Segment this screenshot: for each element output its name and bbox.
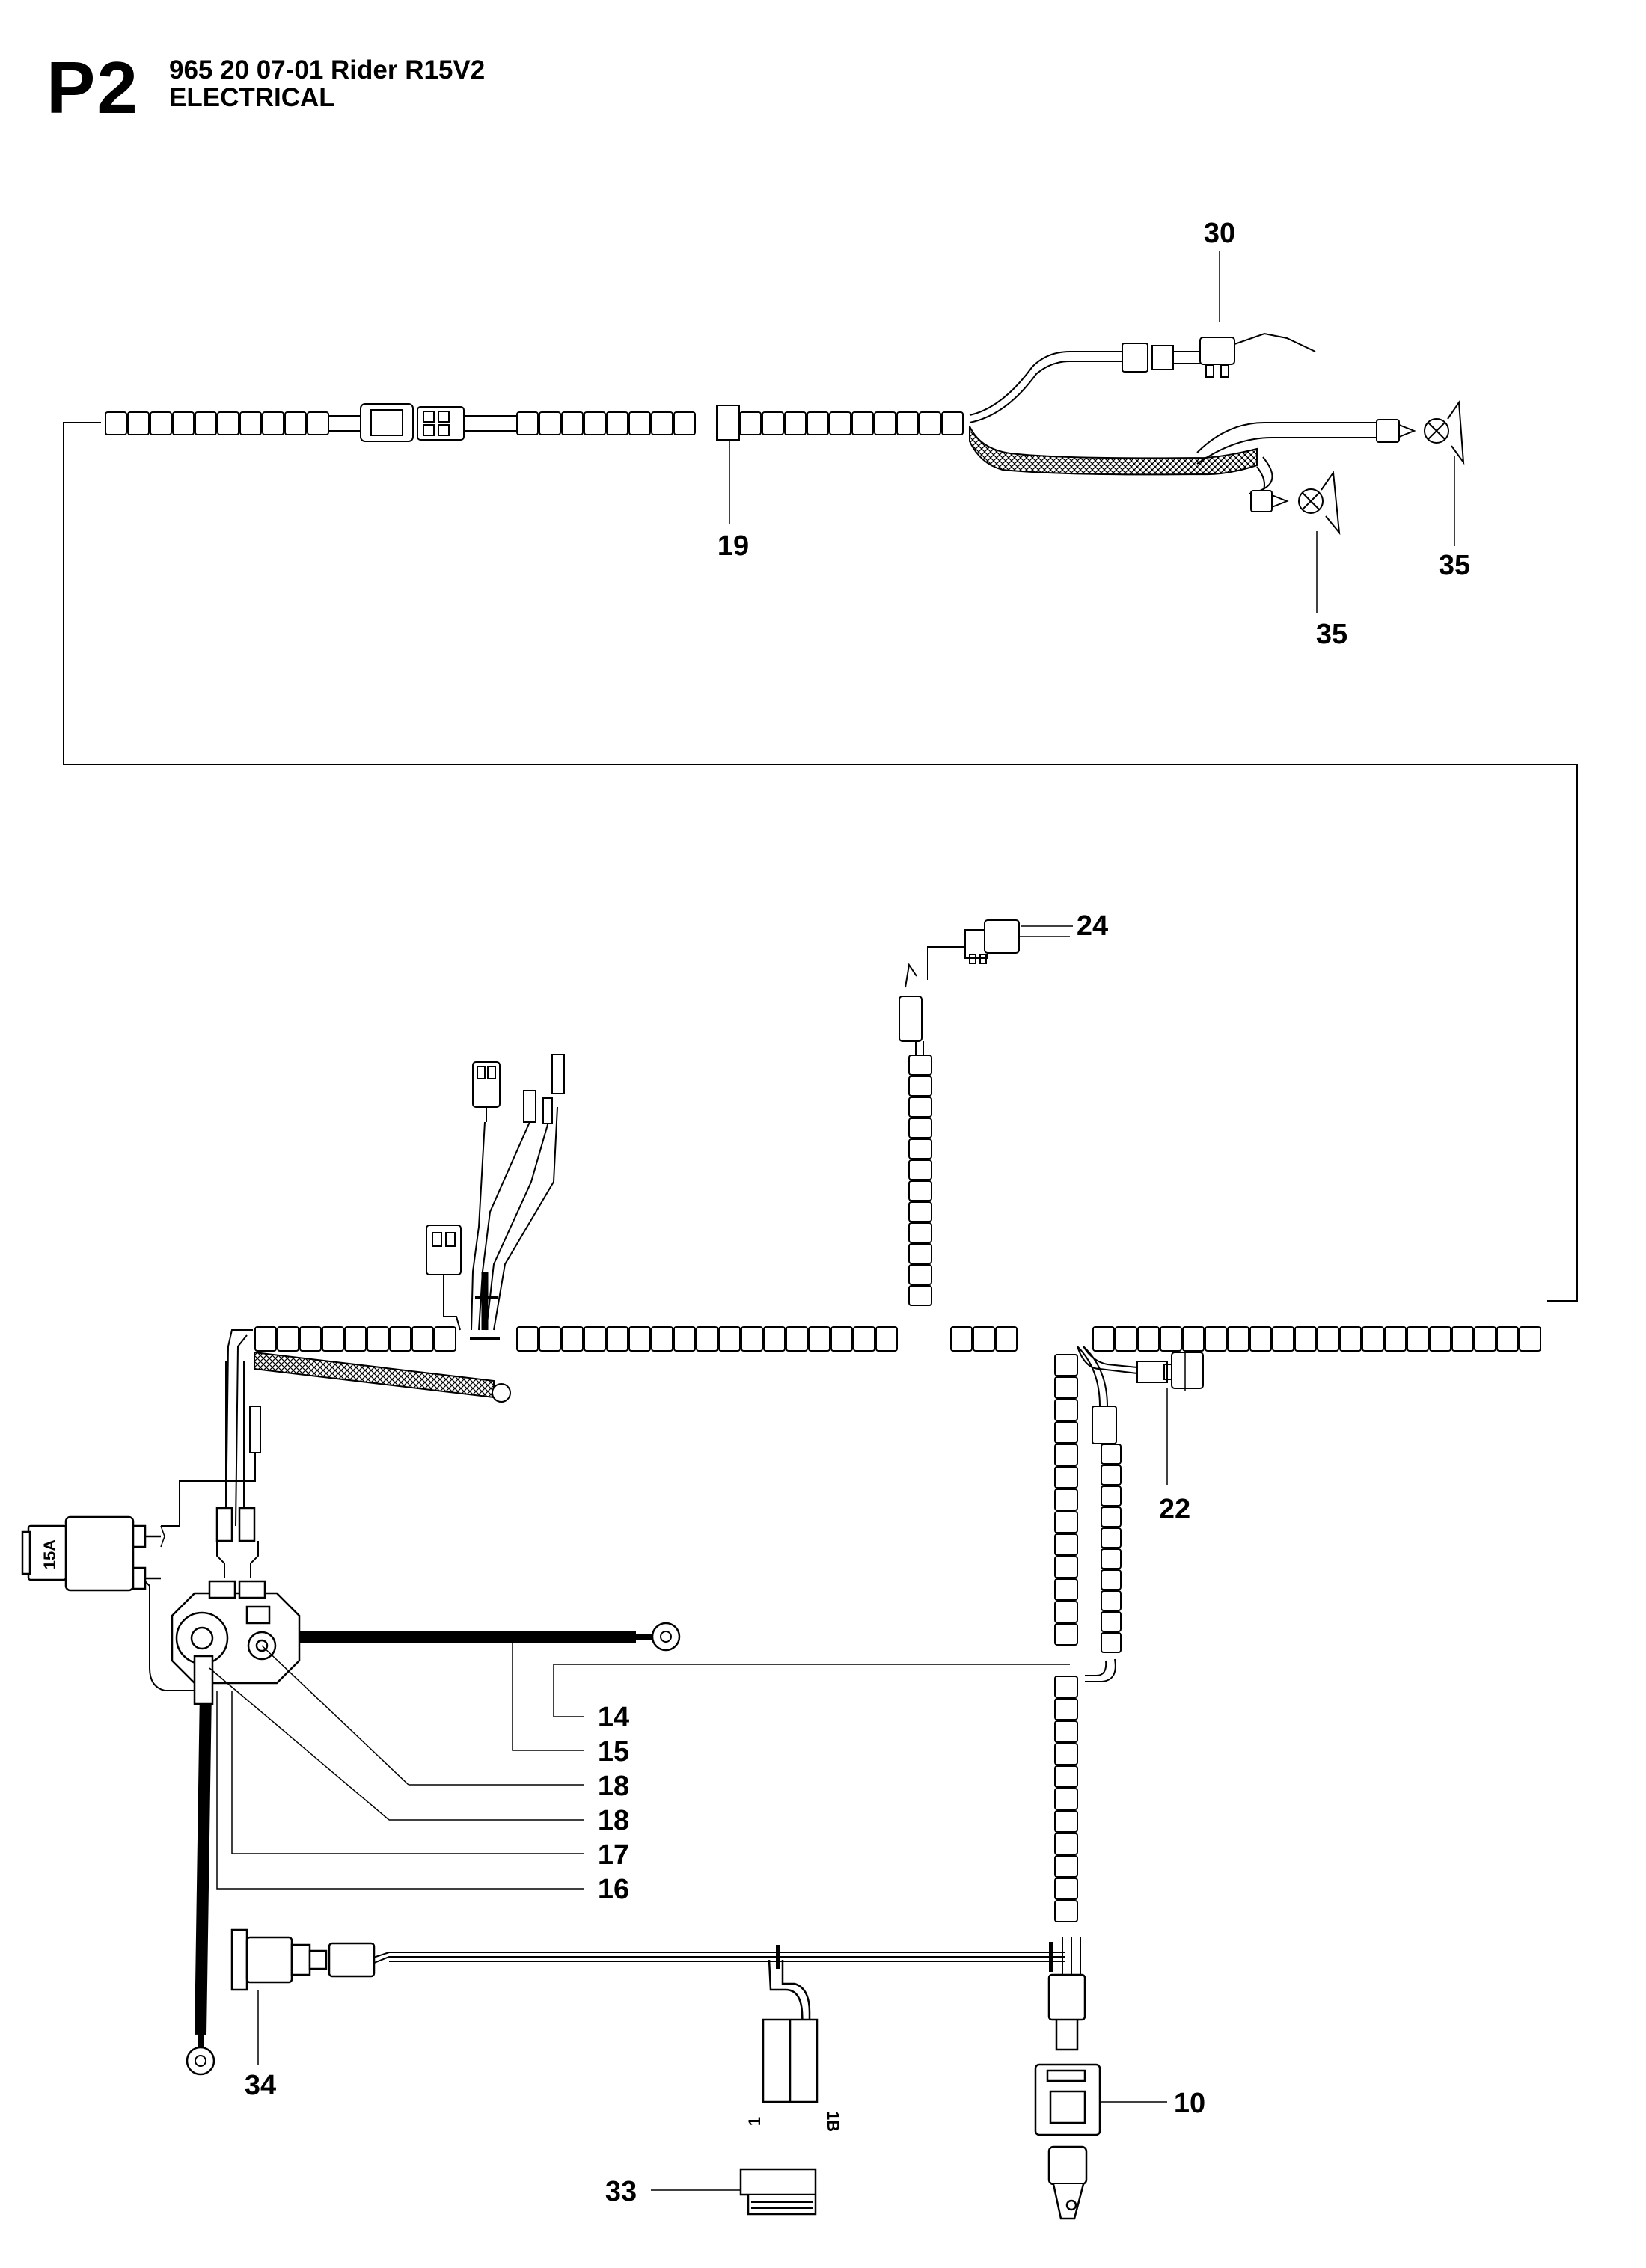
- callout-15: 15: [598, 1736, 629, 1768]
- callout-35-left: 35: [1316, 619, 1347, 650]
- conduit-sections: [105, 411, 1541, 1922]
- switch-label-right: 1B: [824, 2111, 842, 2132]
- main-harness: [112, 919, 1204, 1975]
- callout-24: 24: [1077, 910, 1108, 942]
- callout-33: 33: [605, 2176, 637, 2207]
- callout-18-lower: 18: [598, 1805, 629, 1836]
- starter-solenoid: [171, 1361, 301, 1705]
- callout-19: 19: [718, 530, 749, 562]
- fuse-rating: 15A: [40, 1539, 59, 1569]
- page-code: P2: [46, 46, 139, 129]
- callout-18-upper: 18: [598, 1771, 629, 1802]
- callout-30: 30: [1204, 218, 1235, 249]
- switch-33: [739, 1959, 819, 2216]
- callout-10: 10: [1174, 2088, 1205, 2119]
- leader-lines: [209, 251, 1455, 2191]
- callout-34: 34: [245, 2070, 276, 2101]
- callout-16: 16: [598, 1874, 629, 1905]
- section-title: ELECTRICAL: [169, 83, 335, 112]
- callout-22: 22: [1159, 1494, 1190, 1525]
- switch-label-left: 1: [745, 2117, 764, 2126]
- model-title: 965 20 07-01 Rider R15V2: [169, 55, 486, 85]
- fuse-holder: [21, 1481, 180, 1592]
- callout-17: 17: [598, 1839, 629, 1871]
- callout-14: 14: [598, 1702, 629, 1733]
- upper-harness: [63, 332, 1578, 1302]
- ignition-switch-10: [1034, 1973, 1101, 2220]
- socket-34: [230, 1928, 376, 1991]
- callout-35-right: 35: [1439, 550, 1470, 581]
- battery-cables: [186, 1622, 681, 2076]
